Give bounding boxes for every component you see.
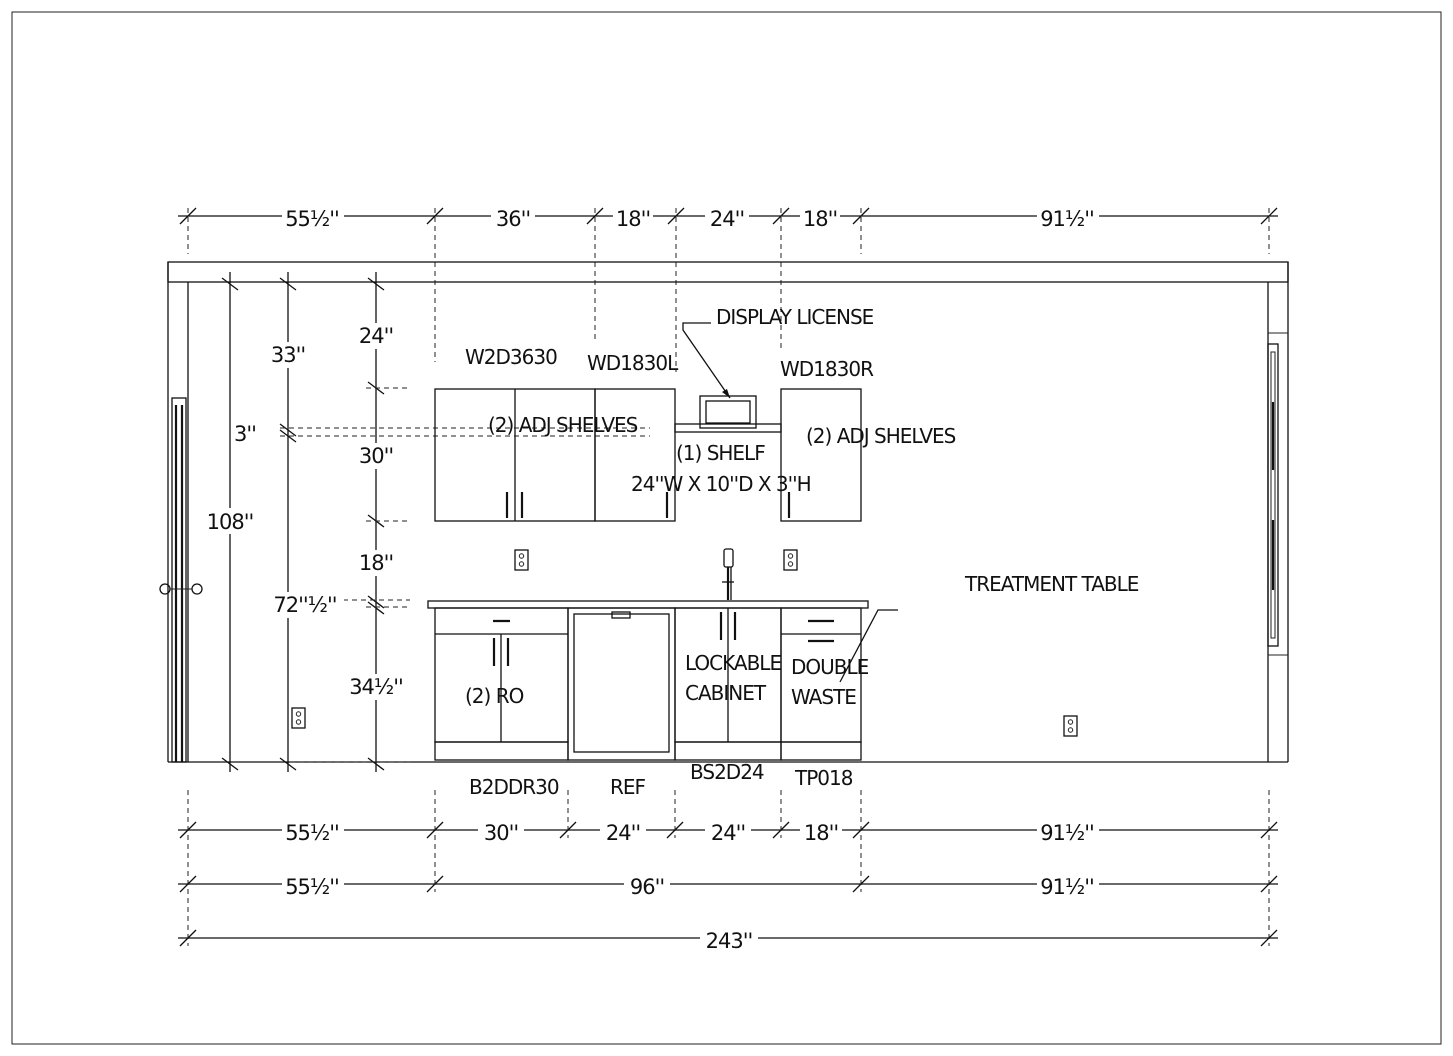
bottom-extension-lines (187, 790, 1270, 946)
outlet-icon (291, 707, 306, 729)
outlet-icon (514, 549, 529, 571)
leader-double-waste (839, 609, 898, 683)
label-display-license: DISPLAY LICENSE (716, 305, 874, 329)
bottom-dim-2: 30'' (484, 821, 518, 845)
door-left (159, 397, 203, 763)
top-dim-3: 18'' (616, 207, 650, 231)
label-bs2d24: BS2D24 (690, 760, 764, 784)
label-wd1830r: WD1830R (780, 357, 874, 381)
bottom-dim-91: 91½'' (1040, 875, 1094, 899)
countertop (427, 600, 869, 609)
top-dim-1: 55½'' (285, 207, 339, 231)
overall-dimension: 243'' (178, 926, 1278, 953)
window-right (1267, 343, 1279, 647)
bottom-dim-96: 96'' (630, 875, 664, 899)
label-lockable: LOCKABLE (685, 651, 781, 675)
leader-arrow-icon (722, 389, 730, 398)
bottom-dim-1: 55½'' (285, 821, 339, 845)
leader-display-license (682, 322, 731, 399)
base-cabinet-tp018 (780, 607, 862, 761)
dim-18-height: 18'' (359, 551, 393, 575)
label-waste: WASTE (791, 685, 856, 709)
bottom-dim-3: 24'' (606, 821, 640, 845)
bottom-dim-55: 55½'' (285, 875, 339, 899)
sheet-border (11, 11, 1442, 1045)
outlet-icon (783, 549, 798, 571)
bottom-dimension-row-2: 55½'' 96'' 91½'' (178, 872, 1278, 899)
left-height-dimensions: 108'' 33'' 24'' 3'' 30'' 18'' 72''½'' 34… (204, 272, 650, 772)
label-tp018: TP018 (794, 766, 853, 790)
dim-34-half: 34½'' (349, 675, 403, 699)
faucet-icon (722, 548, 734, 600)
label-treatment-table: TREATMENT TABLE (964, 572, 1139, 596)
upper-cabinet-wd1830r (780, 388, 862, 522)
label-double: DOUBLE (791, 655, 869, 679)
top-dim-4: 24'' (710, 207, 744, 231)
outlet-icon (1063, 715, 1078, 737)
top-dim-5: 18'' (803, 207, 837, 231)
label-ro: (2) RO (465, 684, 524, 708)
label-shelf: (1) SHELF (676, 441, 765, 465)
top-dim-6: 91½'' (1040, 207, 1094, 231)
dim-72: 72''½'' (273, 593, 336, 617)
top-dim-2: 36'' (496, 207, 530, 231)
upper-cabinet-w2d3630 (434, 388, 596, 522)
upper-cabinet-wd1830l (594, 388, 676, 522)
dim-24-height: 24'' (359, 324, 393, 348)
label-adj-shelves-left: (2) ADJ SHELVES (488, 413, 638, 437)
refrigerator (567, 607, 676, 761)
bottom-dim-4: 24'' (711, 821, 745, 845)
label-ref: REF (610, 775, 646, 799)
dim-30-height: 30'' (359, 444, 393, 468)
label-shelf-size: 24''W X 10''D X 3''H (631, 472, 811, 496)
label-w2d3630: W2D3630 (465, 345, 557, 369)
door-knob-icon (191, 583, 203, 595)
bottom-dim-5: 18'' (804, 821, 838, 845)
display-license-frame (699, 395, 757, 429)
bottom-dim-6: 91½'' (1040, 821, 1094, 845)
label-b2ddr30: B2DDR30 (469, 775, 559, 799)
label-wd1830l: WD1830L (587, 351, 679, 375)
overall-dim-243: 243'' (706, 929, 753, 953)
dim-108: 108'' (207, 510, 254, 534)
dim-3: 3'' (234, 422, 256, 446)
top-dimension-string: 55½'' 36'' 18'' 24'' 18'' 91½'' (178, 204, 1278, 372)
dim-33: 33'' (271, 343, 305, 367)
bottom-dimension-row-1: 55½'' 30'' 24'' 24'' 18'' 91½'' (178, 818, 1278, 845)
label-adj-shelves-right: (2) ADJ SHELVES (806, 424, 956, 448)
label-cabinet: CABINET (685, 681, 767, 705)
